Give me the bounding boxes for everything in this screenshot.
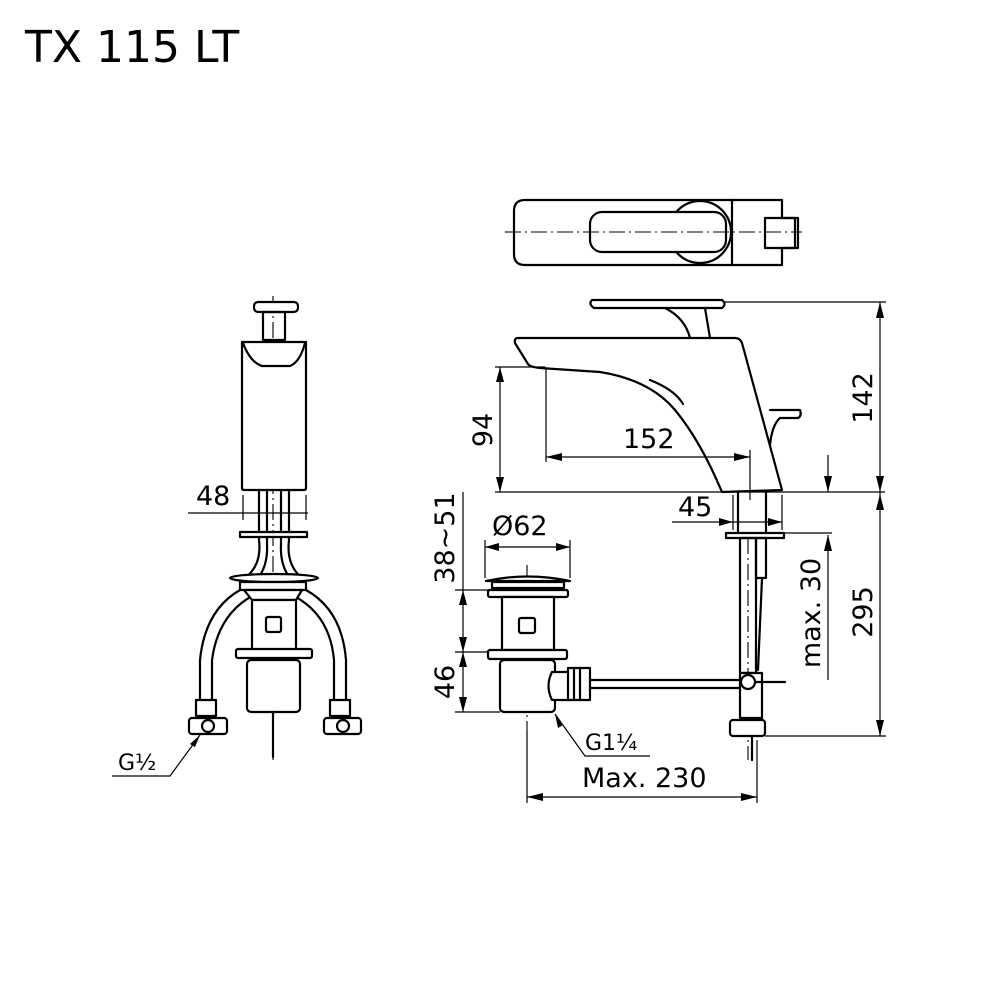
dim-deck-thickness: max. 30: [796, 558, 827, 668]
dim-total-height: 142: [848, 372, 879, 424]
dim-below-deck-length: 295: [848, 586, 879, 638]
side-view: 94 152 142 295 max. 30 45 Ø62: [430, 298, 886, 803]
dim-spout-height: 94: [468, 413, 499, 447]
dim-spout-reach: 152: [623, 424, 675, 455]
dim-max-rod-length: Max. 230: [582, 763, 707, 794]
dim-waste-body-height: 46: [430, 665, 461, 699]
dim-front-width: 48: [196, 481, 230, 512]
dim-shank-width: 45: [678, 492, 712, 523]
top-view: [505, 198, 802, 267]
label-waste-thread: G1¼: [585, 731, 637, 756]
front-view: 48 G½: [112, 296, 363, 777]
model-title: TX 115 LT: [24, 22, 239, 73]
label-supply-thread: G½: [118, 751, 156, 776]
dim-waste-diameter: Ø62: [492, 511, 548, 542]
dim-basin-thickness: 38~51: [430, 492, 461, 583]
